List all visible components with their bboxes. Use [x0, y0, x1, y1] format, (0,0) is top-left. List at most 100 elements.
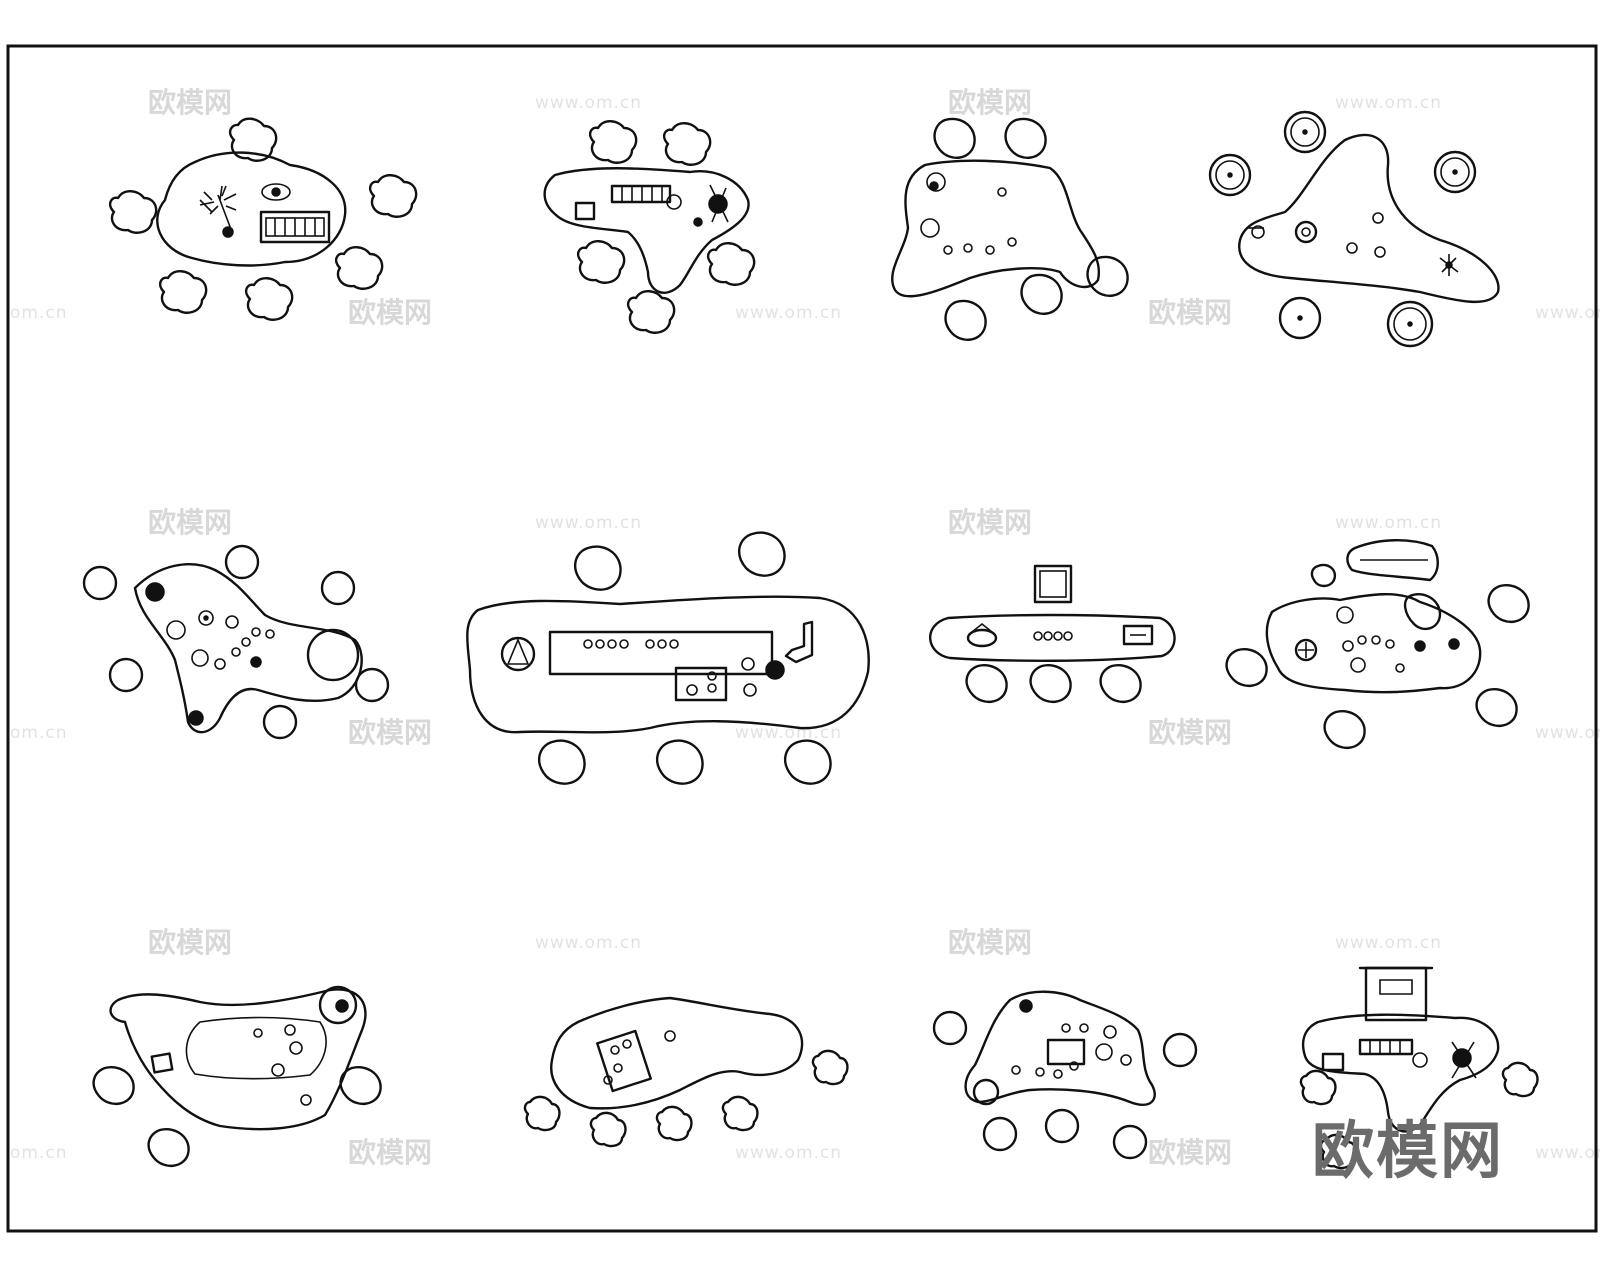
tree-icon — [1501, 1061, 1539, 1098]
site-logo: 欧模网 — [1312, 1114, 1504, 1187]
stool-icon — [1386, 300, 1434, 348]
table-top — [1301, 1013, 1500, 1133]
stool-icon — [574, 545, 622, 591]
watermark-brand: 欧模网 — [1148, 1136, 1232, 1169]
stool-icon — [82, 565, 118, 601]
watermark-brand: 欧模网 — [348, 296, 432, 329]
table-top — [1238, 133, 1500, 303]
stool-icon — [262, 704, 298, 740]
tree-icon — [721, 1095, 759, 1132]
tree-icon — [1319, 1133, 1357, 1170]
stool-icon — [354, 667, 390, 703]
stool-icon — [1099, 664, 1142, 703]
watermark-url: www.om.cn — [535, 93, 642, 113]
table-top — [964, 990, 1156, 1107]
table-top — [156, 151, 347, 267]
stool-icon — [320, 570, 356, 606]
stool-icon — [1208, 153, 1252, 197]
table-layout-4 — [1208, 110, 1500, 348]
watermark-brand: 欧模网 — [1148, 296, 1232, 329]
watermark-url: www.om.cn — [1335, 513, 1442, 533]
watermark-brand: 欧模网 — [1148, 716, 1232, 749]
watermark-brand: 欧模网 — [348, 1136, 432, 1169]
stool-icon — [656, 739, 704, 785]
stool-icon — [1029, 664, 1072, 703]
equipment-icon — [1033, 564, 1073, 604]
table-layout-1 — [108, 117, 418, 321]
stool-icon — [1283, 110, 1327, 154]
watermark-brand: 欧模网 — [948, 506, 1032, 539]
tree-icon — [368, 174, 418, 218]
stool-icon — [147, 1128, 190, 1167]
table-layout-11 — [932, 990, 1198, 1160]
stool-icon — [933, 117, 976, 159]
table-layout-7 — [929, 564, 1176, 703]
stool-icon — [1225, 648, 1268, 687]
tree-icon — [655, 1105, 693, 1142]
palm-icon — [199, 185, 237, 238]
watermark-url: www.om.cn — [1335, 93, 1442, 113]
table-layout-5 — [82, 544, 390, 740]
stool-icon — [784, 739, 832, 785]
stool-icon — [538, 739, 586, 785]
equipment-icon — [966, 622, 998, 648]
stool-icon — [1323, 710, 1366, 749]
tree-icon — [108, 190, 158, 234]
equipment-icon — [596, 1029, 652, 1093]
table-top — [929, 613, 1176, 662]
table-layout-10 — [523, 996, 849, 1148]
table-layout-8 — [1225, 539, 1530, 749]
watermark-url: www.om.cn — [535, 933, 642, 953]
watermark-url: om.cn — [10, 303, 68, 323]
tree-icon — [158, 270, 208, 314]
equipment-icon — [259, 210, 331, 244]
tree-icon — [588, 120, 638, 164]
equipment-icon — [1346, 539, 1439, 582]
watermarks: 欧模网 www.om.cn 欧模网 www.om.cn om.cn 欧模网 ww… — [10, 86, 1600, 1169]
tree-icon — [626, 290, 676, 334]
watermark-brand: 欧模网 — [348, 716, 432, 749]
table-top — [1265, 593, 1482, 694]
tree-icon — [576, 240, 626, 284]
watermark-url: www.om.cn — [1535, 723, 1600, 743]
stool-icon — [224, 544, 260, 580]
tree-icon — [811, 1049, 849, 1086]
stool-icon — [108, 657, 144, 693]
table-top — [133, 563, 363, 734]
watermark-url: www.om.cn — [1535, 1143, 1600, 1163]
watermark-brand: 欧模网 — [948, 926, 1032, 959]
table-top — [109, 988, 367, 1131]
table-top — [466, 595, 870, 734]
watermark-url: om.cn — [10, 1143, 68, 1163]
table-layout-2 — [543, 120, 756, 334]
tree-icon — [228, 117, 278, 162]
watermark-brand: 欧模网 — [148, 86, 232, 119]
table-layout-6 — [466, 531, 870, 785]
stool-icon — [1162, 1032, 1198, 1068]
stool-icon — [92, 1066, 135, 1105]
stool-icon — [261, 183, 291, 201]
stool-icon — [944, 299, 987, 341]
watermark-url: www.om.cn — [1335, 933, 1442, 953]
stool-icon — [965, 664, 1008, 703]
tree-icon — [1299, 1069, 1337, 1106]
equipment-icon — [610, 184, 672, 204]
stool-icon — [1433, 150, 1477, 194]
tree-icon — [334, 246, 384, 290]
watermark-url: www.om.cn — [735, 303, 842, 323]
tree-icon — [662, 122, 712, 166]
stool-icon — [1278, 296, 1322, 340]
stool-icon — [1310, 563, 1337, 588]
watermark-url: www.om.cn — [535, 513, 642, 533]
tree-icon — [244, 277, 294, 321]
table-layout-9 — [92, 985, 382, 1167]
tree-icon — [523, 1095, 561, 1132]
watermark-brand: 欧模网 — [148, 926, 232, 959]
table-top — [891, 159, 1101, 298]
equipment-icon — [500, 636, 536, 672]
table-layout-12 — [1299, 966, 1539, 1170]
stool-icon — [145, 582, 165, 602]
stool-icon — [1112, 1124, 1148, 1160]
tree-icon — [589, 1111, 627, 1148]
